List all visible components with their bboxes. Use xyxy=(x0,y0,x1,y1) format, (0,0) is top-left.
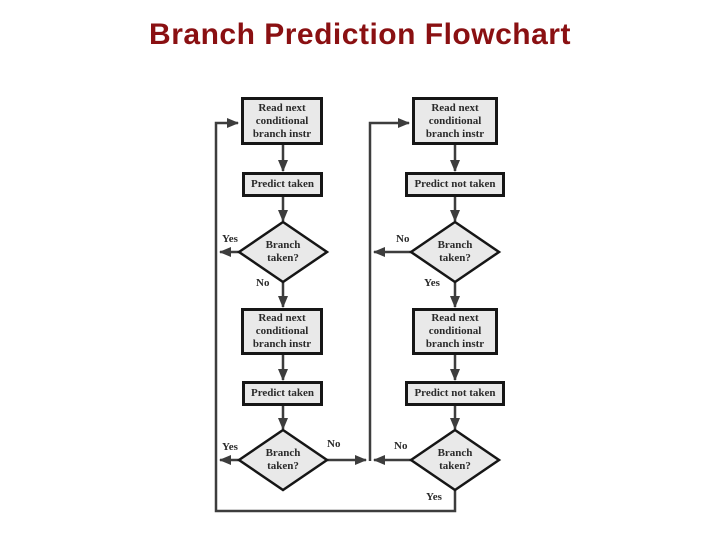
node-left-predict2: Predict taken xyxy=(242,381,323,406)
label-left-decision1-yes: Yes xyxy=(222,233,238,245)
label-left-decision2-no: No xyxy=(327,438,341,450)
label-right-decision1-no: No xyxy=(396,233,410,245)
label-right-decision1-yes: Yes xyxy=(424,277,440,289)
label-decision-right-2: Branch taken? xyxy=(437,447,473,472)
label-right-decision2-no: No xyxy=(394,440,408,452)
loop-right-feedback xyxy=(368,118,410,461)
decision-diamond-right-1 xyxy=(408,220,502,284)
node-left-read1: Read next conditional branch instr xyxy=(241,97,323,145)
node-left-read2: Read next conditional branch instr xyxy=(241,308,323,355)
label-decision-left-2: Branch taken? xyxy=(265,447,301,472)
page-title: Branch Prediction Flowchart xyxy=(149,18,571,51)
decision-diamond-left-2 xyxy=(236,428,330,492)
decision-diamond-left-1 xyxy=(236,220,330,284)
label-right-decision2-yes: Yes xyxy=(426,491,442,503)
label-decision-left-1: Branch taken? xyxy=(265,239,301,264)
label-decision-right-1: Branch taken? xyxy=(437,239,473,264)
decision-diamond-right-2 xyxy=(408,428,502,492)
loop-left-feedback xyxy=(214,118,457,513)
node-left-predict1: Predict taken xyxy=(242,172,323,197)
node-right-read1: Read next conditional branch instr xyxy=(412,97,498,145)
label-left-decision1-no: No xyxy=(256,277,270,289)
label-left-decision2-yes: Yes xyxy=(222,441,238,453)
node-right-read2: Read next conditional branch instr xyxy=(412,308,498,355)
node-right-predict1: Predict not taken xyxy=(405,172,505,197)
node-right-predict2: Predict not taken xyxy=(405,381,505,406)
